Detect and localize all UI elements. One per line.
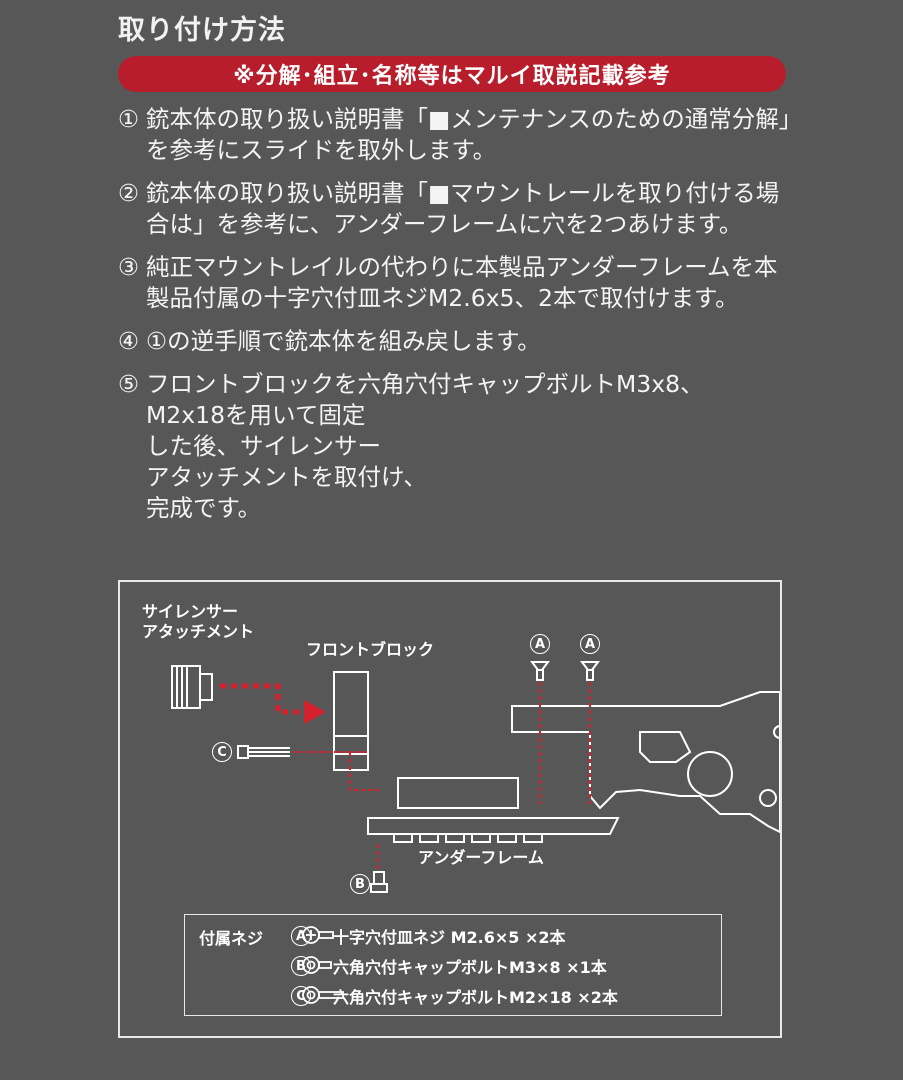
- hex-bolt-long-icon: [302, 986, 344, 1004]
- assembly-diagram: サイレンサー アタッチメント フロントブロック アンダーフレーム A A C B…: [118, 580, 782, 1038]
- red-guide-lines: [292, 682, 591, 870]
- screw-a-parts: [530, 661, 600, 681]
- step-1: ① 銃本体の取り扱い説明書「■メンテナンスのための通常分解」を参考にスライドを取…: [118, 104, 798, 166]
- arrow-head-icon: [304, 700, 326, 724]
- silencer-label-line: アタッチメント: [142, 622, 255, 641]
- included-screws-legend: 付属ネジ A 十字穴付皿ネジ M2.6×5 ×2本 B 六角穴付キャップボルトM…: [184, 914, 722, 1016]
- step-number: ⑤: [118, 370, 140, 398]
- pistol-frame-part: [511, 691, 780, 834]
- silencer-label: サイレンサー アタッチメント: [142, 602, 254, 642]
- legend-row-c: C 六角穴付キャップボルトM2×18 ×2本: [291, 985, 618, 1007]
- step-text: 純正マウントレイルの代わりに本製品アンダーフレームを本製品付属の十字穴付皿ネジM…: [146, 253, 778, 312]
- mark-c-icon: C: [212, 742, 232, 762]
- screw-b-part: [370, 871, 388, 893]
- legend-row-b: B 六角穴付キャップボルトM3×8 ×1本: [291, 955, 607, 977]
- step-text: 銃本体の取り扱い説明書「■メンテナンスのための通常分解」を参考にスライドを取外し…: [146, 105, 791, 164]
- step-text-line: M2x18を用いて固定: [146, 401, 366, 429]
- mark-b-icon: B: [350, 874, 370, 894]
- step-2: ② 銃本体の取り扱い説明書「■マウントレールを取り付ける場合は」を参考に、アンダ…: [118, 178, 798, 240]
- silencer-label-line: サイレンサー: [142, 602, 239, 621]
- step-text-line: フロントブロックを六角穴付キャップボルトM3x8、: [146, 370, 704, 398]
- mark-a-icon: A: [580, 634, 600, 654]
- step-number: ③: [118, 253, 140, 281]
- legend-heading: 付属ネジ: [199, 929, 264, 948]
- instruction-steps: ① 銃本体の取り扱い説明書「■メンテナンスのための通常分解」を参考にスライドを取…: [118, 104, 798, 536]
- step-text-line: アタッチメントを取付け、: [146, 463, 427, 491]
- mark-b-icon: B: [291, 956, 311, 976]
- mark-c-icon: C: [291, 986, 311, 1006]
- front-block-label: フロントブロック: [306, 640, 435, 659]
- hex-bolt-icon: [302, 956, 332, 974]
- legend-desc: 六角穴付キャップボルトM3×8 ×1本: [333, 958, 607, 977]
- step-text-line: 完成です。: [146, 494, 262, 522]
- step-text: フロントブロックを六角穴付キャップボルトM3x8、 M2x18を用いて固定 した…: [146, 369, 798, 524]
- step-5: ⑤ フロントブロックを六角穴付キャップボルトM3x8、 M2x18を用いて固定 …: [118, 369, 798, 524]
- silencer-attachment-part: [171, 665, 213, 709]
- step-number: ②: [118, 179, 140, 207]
- step-number: ①: [118, 105, 140, 133]
- step-text: 銃本体の取り扱い説明書「■マウントレールを取り付ける場合は」を参考に、アンダーフ…: [146, 179, 780, 238]
- mark-a-icon: A: [530, 634, 550, 654]
- notice-banner: ※分解･組立･名称等はマルイ取説記載参考: [118, 56, 786, 92]
- step-3: ③ 純正マウントレイルの代わりに本製品アンダーフレームを本製品付属の十字穴付皿ネ…: [118, 252, 798, 314]
- flat-screw-icon: [302, 926, 334, 944]
- legend-desc: 十字穴付皿ネジ M2.6×5 ×2本: [333, 928, 566, 947]
- screw-c-part: [237, 745, 290, 759]
- step-text: ①の逆手順で銃本体を組み戻します。: [146, 327, 541, 355]
- silencer-arrow-line: [220, 683, 304, 715]
- under-frame-part: [367, 777, 620, 843]
- step-4: ④ ①の逆手順で銃本体を組み戻します。: [118, 326, 798, 357]
- diagram-drawing: [171, 661, 780, 893]
- legend-row-a: A 十字穴付皿ネジ M2.6×5 ×2本: [291, 925, 566, 947]
- step-text-line: した後、サイレンサー: [146, 432, 381, 460]
- step-number: ④: [118, 327, 140, 355]
- page-title: 取り付け方法: [118, 15, 286, 46]
- legend-desc: 六角穴付キャップボルトM2×18 ×2本: [333, 988, 618, 1007]
- under-frame-label: アンダーフレーム: [418, 848, 544, 867]
